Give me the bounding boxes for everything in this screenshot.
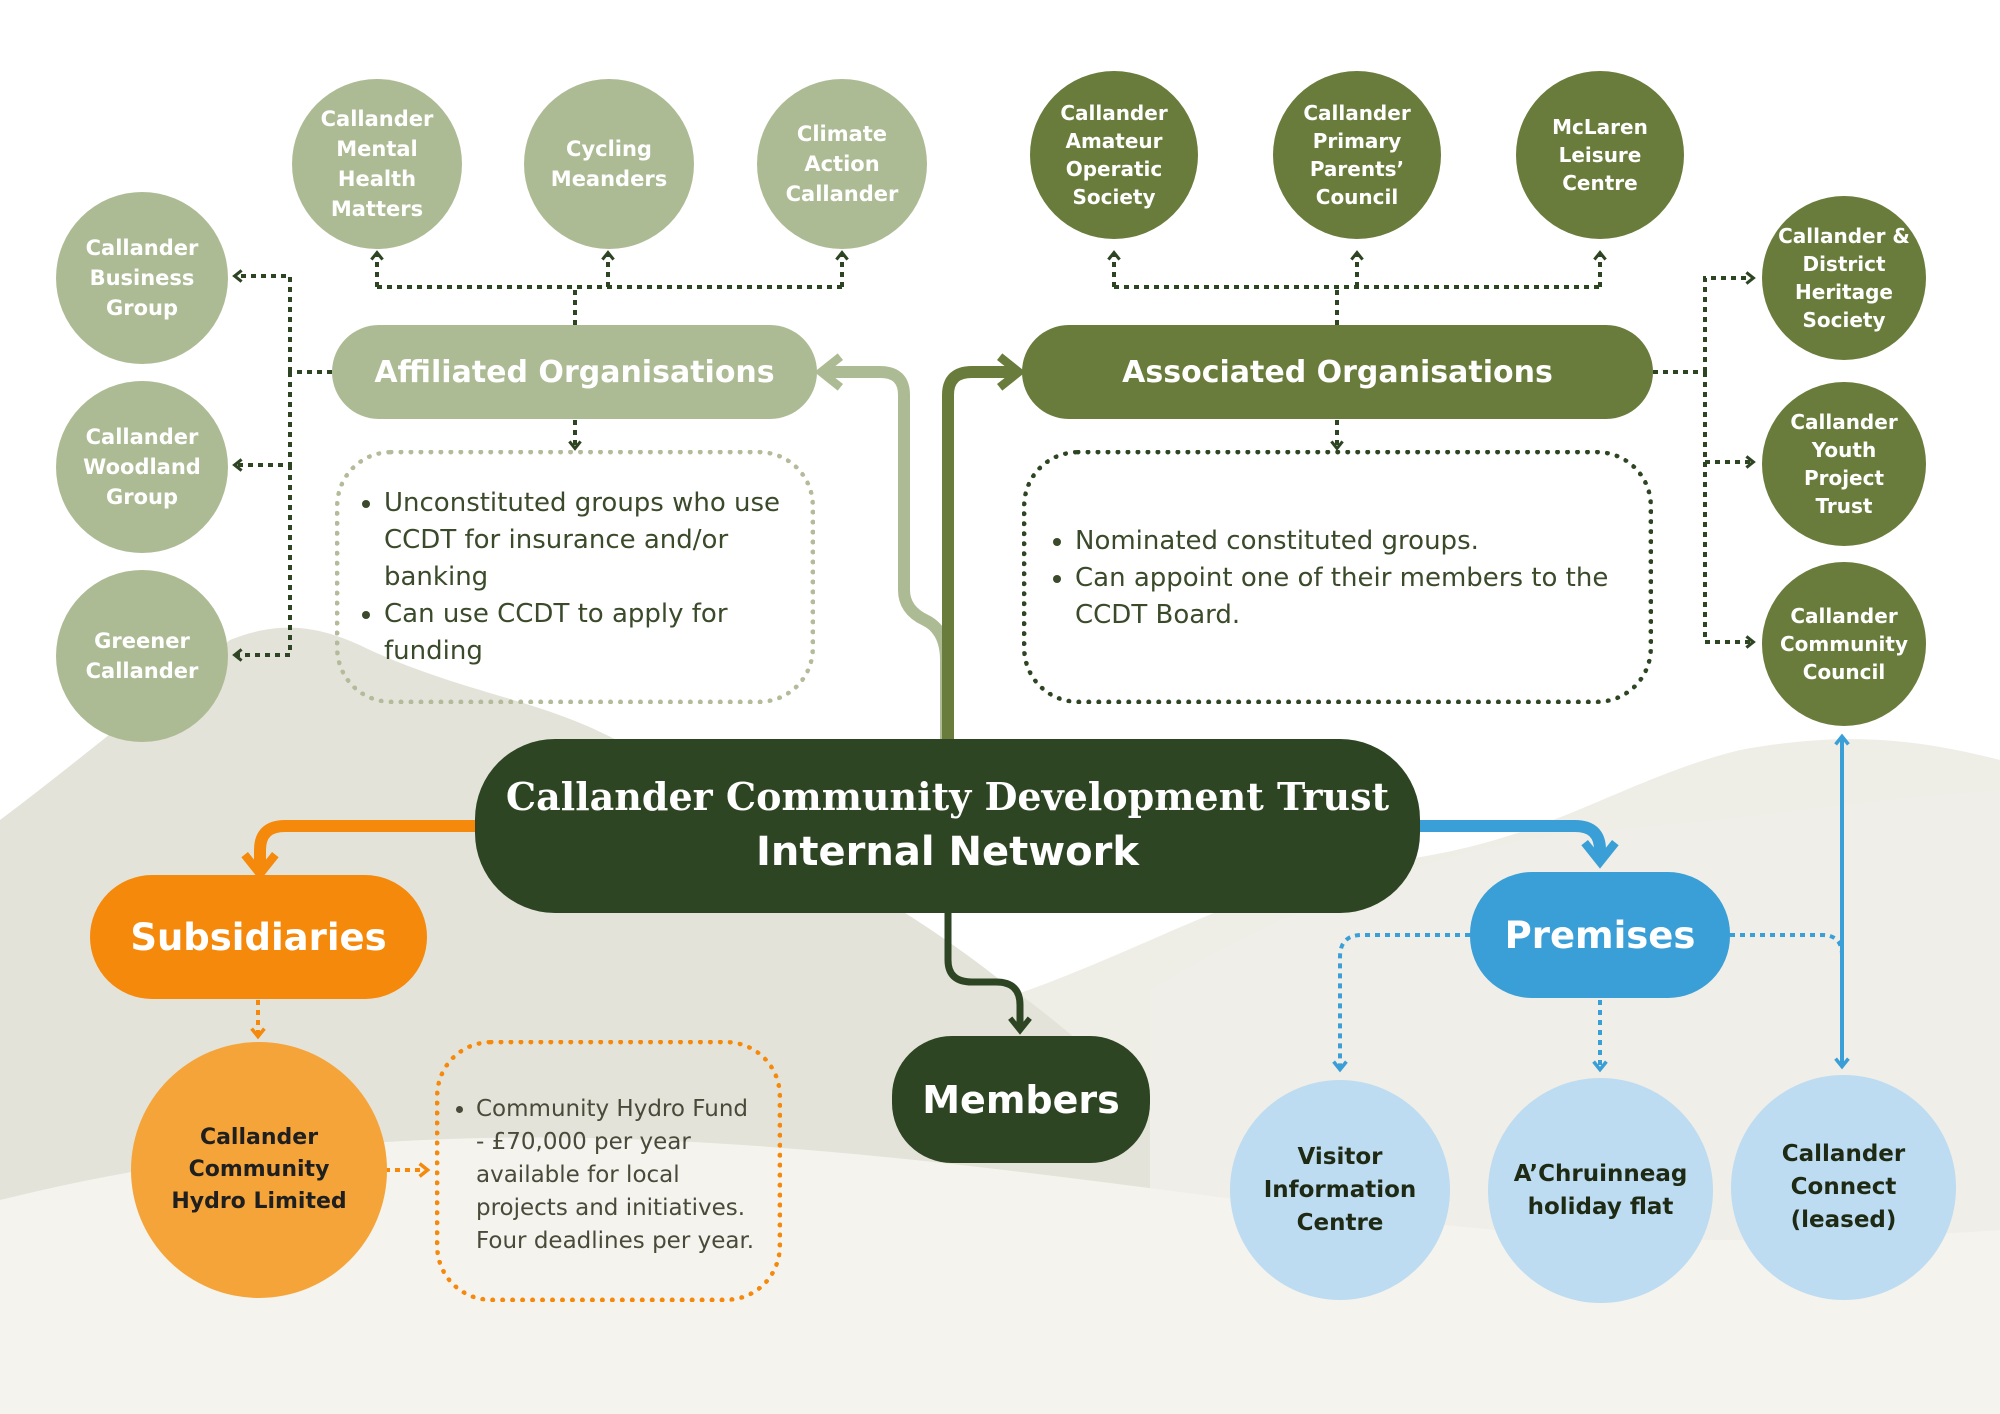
org-callander-mental-health-matters: Callander Mental Health Matters — [292, 79, 462, 249]
associated-point: Nominated constituted groups. — [1075, 523, 1628, 560]
org-callander-woodland-group: Callander Woodland Group — [56, 381, 228, 553]
affiliated-description-box: Unconstituted groups who use CCDT for in… — [335, 450, 815, 704]
members-label: Members — [892, 1036, 1150, 1163]
org-callander-youth-project-trust: Callander Youth Project Trust — [1762, 382, 1926, 546]
org-callander-community-council: Callander Community Council — [1762, 562, 1926, 726]
premises-visitor-information-centre: Visitor Information Centre — [1230, 1080, 1450, 1300]
connector-to-associated — [942, 353, 1026, 740]
org-callander-primary-parents-council: Callander Primary Parents’ Council — [1273, 71, 1441, 239]
org-greener-callander: Greener Callander — [56, 570, 228, 742]
connector-to-affiliated — [814, 353, 952, 740]
hydro-fund-point: Community Hydro Fund - £70,000 per year … — [476, 1093, 763, 1258]
connector-to-subsidiaries — [241, 820, 478, 881]
callander-community-hydro-limited: Callander Community Hydro Limited — [131, 1042, 387, 1298]
central-title-box: Callander Community Development Trust In… — [475, 739, 1420, 913]
org-mclaren-leisure-centre: McLaren Leisure Centre — [1516, 71, 1684, 239]
title-line2: Internal Network — [756, 829, 1139, 875]
title-line1: Callander Community Development Trust — [505, 774, 1390, 819]
org-callander-amateur-operatic-society: Callander Amateur Operatic Society — [1030, 71, 1198, 239]
associated-point: Can appoint one of their members to the … — [1075, 560, 1628, 634]
associated-description-box: Nominated constituted groups. Can appoin… — [1022, 450, 1653, 704]
affiliated-point: Unconstituted groups who use CCDT for in… — [384, 485, 796, 596]
affiliated-organisations-label: Affiliated Organisations — [332, 325, 817, 419]
org-callander-district-heritage-society: Callander & District Heritage Society — [1762, 196, 1926, 360]
connector-to-premises — [1420, 820, 1619, 869]
org-climate-action-callander: Climate Action Callander — [757, 79, 927, 249]
front-hill — [0, 1137, 2000, 1414]
org-callander-business-group: Callander Business Group — [56, 192, 228, 364]
affiliated-branches — [232, 250, 849, 662]
premises-label: Premises — [1470, 872, 1730, 998]
associated-branches — [1107, 250, 1756, 649]
org-cycling-meanders: Cycling Meanders — [524, 79, 694, 249]
premises-callander-connect: Callander Connect (leased) — [1731, 1075, 1956, 1300]
connector-to-members — [944, 912, 1032, 1035]
premises-achruinneag-holiday-flat: A’Chruinneag holiday flat — [1488, 1078, 1713, 1303]
subsidiaries-label: Subsidiaries — [90, 875, 427, 999]
subsidiaries-branches — [250, 1000, 431, 1178]
hydro-fund-description-box: Community Hydro Fund - £70,000 per year … — [435, 1040, 782, 1302]
affiliated-point: Can use CCDT to apply for funding — [384, 596, 796, 670]
associated-organisations-label: Associated Organisations — [1022, 325, 1653, 419]
